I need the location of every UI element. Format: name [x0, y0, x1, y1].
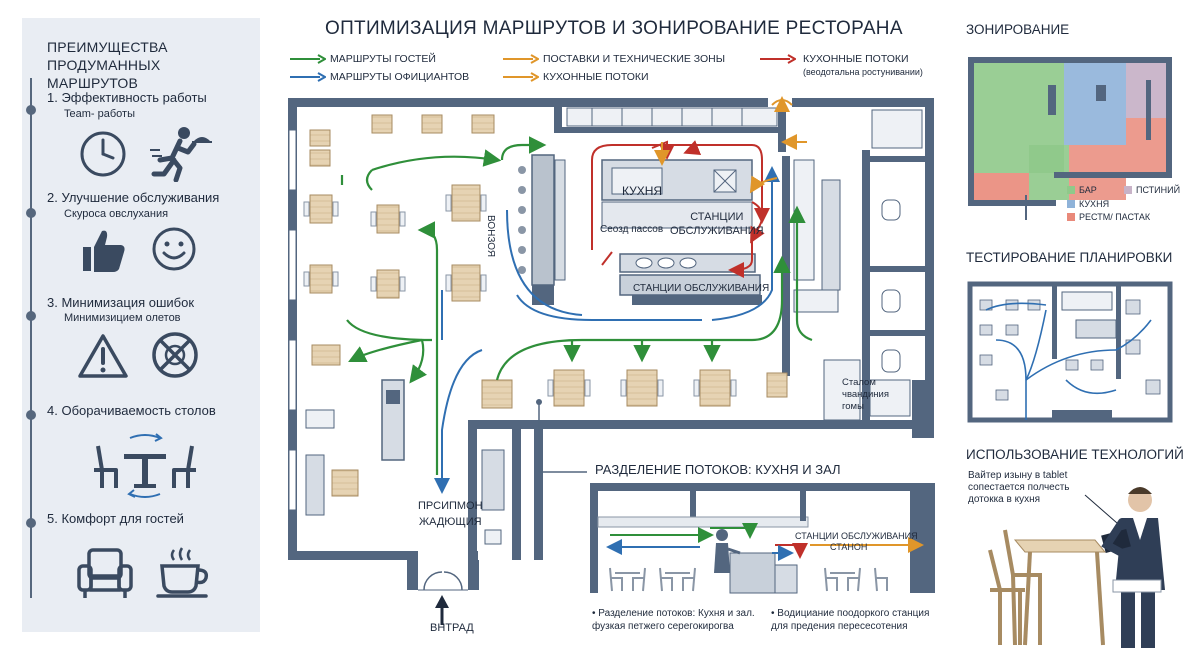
bar-label: ВОНЗОЯ	[485, 215, 496, 258]
page-title: ОПТИМИЗАЦИЯ МАРШРУТОВ И ЗОНИРОВАНИЕ РЕСТ…	[325, 18, 903, 39]
zone-bar-label: БАР	[1079, 185, 1097, 195]
timeline-dot	[26, 208, 36, 218]
benefits-title: ПРЕИМУЩЕСТВА ПРОДУМАННЫХ МАРШРУТОВ	[47, 39, 168, 91]
separation-caption-left: • Разделение потоков: Кухня и зал.	[592, 608, 755, 619]
legend-kitchen-flows-red: КУХОННЫЕ ПОТОКИ	[803, 53, 909, 65]
coffee-cup-icon	[156, 547, 209, 598]
service-stations-label: СТАНЦИИ ОБСЛУЖИВАНИЯ	[670, 211, 764, 237]
testing-title: ТЕСТИРОВАНИЕ ПЛАНИРОВКИ	[966, 250, 1173, 265]
zone-restroom-swatch	[1067, 213, 1075, 221]
benefit-title: 2. Улучшение обслуживания	[47, 190, 220, 205]
waiter-tablet-illustration	[988, 487, 1165, 648]
kitchen-label: КУХНЯ	[622, 184, 663, 198]
benefit-title: 1. Эффективность работы	[47, 90, 207, 105]
tech-caption-line: сопестается полчесть	[968, 482, 1070, 493]
timeline-dot	[26, 311, 36, 321]
separation-title: РАЗДЕЛЕНИЕ ПОТОКОВ: КУХНЯ И ЗАЛ	[595, 462, 841, 477]
table-turnover-icon	[94, 433, 196, 498]
benefits-panel: ПРЕИМУЩЕСТВА ПРОДУМАННЫХ МАРШРУТОВ 1. Эф…	[22, 18, 260, 632]
smile-icon	[152, 227, 196, 271]
benefit-subtitle: Скуроса овслухания	[64, 208, 169, 220]
separation-diagram	[590, 483, 935, 594]
clock-icon	[80, 131, 126, 177]
benefit-title: 5. Комфорт для гостей	[47, 511, 184, 526]
zoning-map	[968, 57, 1172, 220]
running-waiter-icon	[150, 127, 212, 182]
stalom-label: Сталом чвандиния гомы	[842, 377, 889, 412]
timeline-dot	[26, 105, 36, 115]
benefit-title: 4. Оборачиваемость столов	[47, 403, 216, 418]
service-stations-bar-label: СТАНЦИИ ОБСЛУЖИВАНИЯ	[633, 283, 770, 294]
floor-plan	[288, 96, 934, 625]
tech-caption: Вайтер изыну в tablet сопестается полчес…	[968, 470, 1070, 506]
zone-restroom-label: РЕСТМ/ ПАСТАК	[1079, 212, 1151, 222]
armchair-icon	[77, 548, 133, 598]
zone-guest-swatch	[1124, 186, 1132, 194]
no-collision-icon	[152, 332, 198, 378]
legend-kitchen-note: (веодотальна ростунивании)	[803, 67, 923, 77]
legend-supply-zones: ПОСТАВКИ И ТЕХНИЧЕСКИЕ ЗОНЫ	[543, 53, 726, 65]
separation-caption-right: • Водициание поодоркого станция	[771, 608, 930, 619]
testing-plan	[967, 281, 1173, 423]
host-label: ПРСИПМОН ЖАДЮЩИЯ	[418, 500, 483, 528]
kitchen-route-arrow-icon	[503, 72, 539, 82]
pass-zone-label: Сеозд пассов	[600, 224, 664, 235]
zone-kitchen-swatch	[1067, 200, 1075, 208]
thumbs-up-icon	[83, 230, 125, 272]
kitchen-flow-arrow-icon	[760, 54, 796, 64]
benefit-subtitle: Team- работы	[64, 108, 135, 120]
warning-icon	[78, 334, 128, 378]
timeline-dot	[26, 410, 36, 420]
entrance-label: ВНТРАД	[430, 622, 474, 634]
separation-station-label-2: СТАНОН	[830, 542, 868, 552]
zone-guest-label: ПСТИНИЙ	[1136, 185, 1181, 195]
zoning-title: ЗОНИРОВАНИЕ	[966, 22, 1070, 37]
tech-caption-line: Вайтер изыну в tablet	[968, 470, 1068, 481]
zone-kitchen-label: КУХНЯ	[1079, 199, 1110, 209]
benefits-timeline	[30, 78, 32, 598]
waiter-route-arrow-icon	[290, 72, 326, 82]
legend-guest-routes: МАРШРУТЫ ГОСТЕЙ	[330, 53, 436, 65]
guest-route-arrow-icon	[290, 54, 326, 64]
legend-waiter-routes: МАРШРУТЫ ОФИЦИАНТОВ	[330, 71, 470, 83]
benefit-title: 3. Минимизация ошибок	[47, 295, 195, 310]
legend-kitchen-flows: КУХОННЫЕ ПОТОКИ	[543, 71, 649, 83]
dining-tables	[309, 114, 788, 409]
zone-bar-swatch	[1067, 186, 1075, 194]
benefit-subtitle: Минимизицием олетов	[64, 312, 181, 324]
supply-route-arrow-icon	[503, 54, 539, 64]
separation-caption-right-2: для предения пересесотения	[771, 621, 908, 632]
separation-station-label: СТАНЦИИ ОБСЛУЖИВАНИЯ	[795, 531, 918, 541]
separation-caption-left-2: фузкая петжего серегокирогва	[592, 621, 734, 632]
tech-title: ИСПОЛЬЗОВАНИЕ ТЕХНОЛОГИЙ	[966, 447, 1184, 462]
tech-caption-line: дотокка в кухня	[968, 494, 1041, 505]
timeline-dot	[26, 518, 36, 528]
